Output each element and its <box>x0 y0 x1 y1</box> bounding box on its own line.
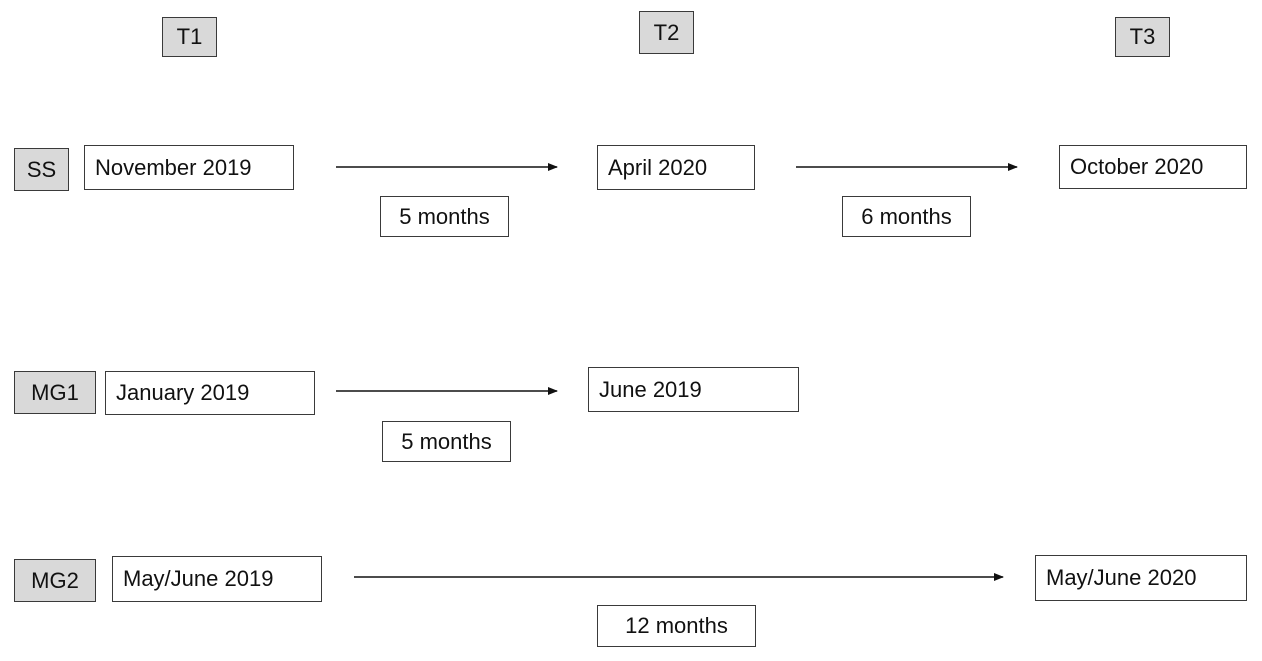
header-t2: T2 <box>639 11 694 54</box>
row-label-mg1: MG1 <box>14 371 96 414</box>
ss-interval-1: 5 months <box>380 196 509 237</box>
mg2-t3-date: May/June 2020 <box>1035 555 1247 601</box>
row-label-ss: SS <box>14 148 69 191</box>
header-t1: T1 <box>162 17 217 57</box>
mg1-t2-date: June 2019 <box>588 367 799 412</box>
ss-t3-date: October 2020 <box>1059 145 1247 189</box>
mg1-interval-1: 5 months <box>382 421 511 462</box>
ss-t1-date: November 2019 <box>84 145 294 190</box>
ss-t2-date: April 2020 <box>597 145 755 190</box>
mg2-t1-date: May/June 2019 <box>112 556 322 602</box>
mg1-t1-date: January 2019 <box>105 371 315 415</box>
mg2-interval-1: 12 months <box>597 605 756 647</box>
ss-interval-2: 6 months <box>842 196 971 237</box>
header-t3: T3 <box>1115 17 1170 57</box>
row-label-mg2: MG2 <box>14 559 96 602</box>
